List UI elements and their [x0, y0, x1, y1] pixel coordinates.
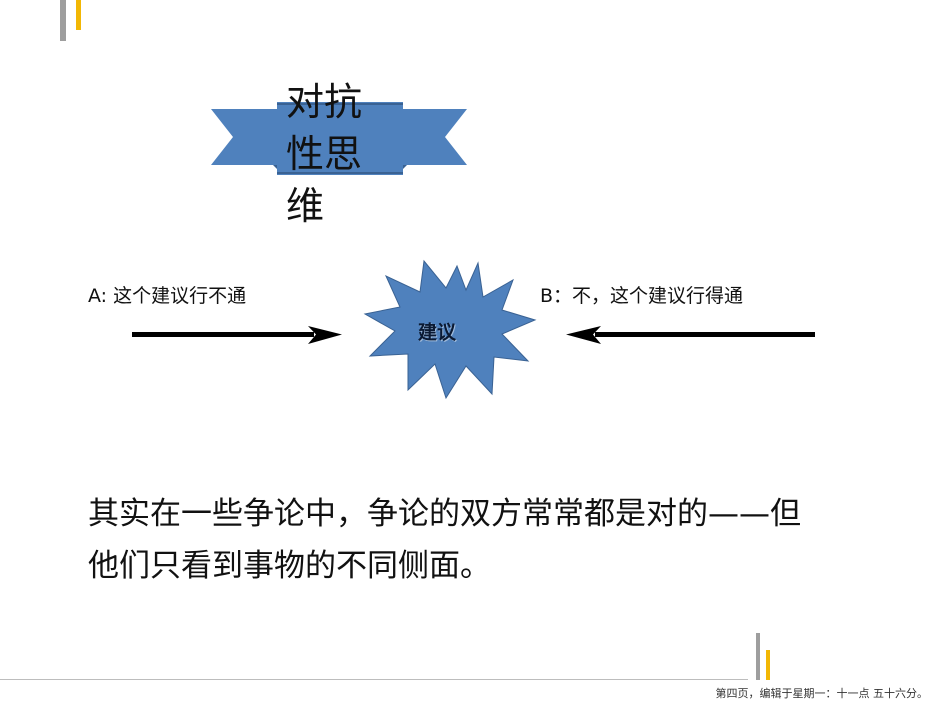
body-text: 其实在一些争论中，争论的双方常常都是对的——但他们只看到事物的不同侧面。 — [88, 496, 801, 584]
burst-label: 建议 — [417, 321, 457, 344]
bottom-gold-bar — [766, 650, 770, 680]
top-gold-bar — [76, 0, 81, 30]
bottom-gray-bar — [756, 633, 760, 680]
ribbon-banner — [211, 102, 467, 175]
footer-divider — [0, 679, 748, 680]
right-arrow — [566, 326, 815, 344]
top-gray-bar — [60, 0, 66, 41]
slide-title: 对抗性思维 — [286, 80, 363, 228]
footer-note: 第四页，编辑于星期一：十一点 五十六分。 — [715, 687, 929, 700]
label-a: A: 这个建议行不通 — [88, 285, 247, 307]
starburst-shape — [363, 259, 537, 400]
left-arrow — [132, 326, 342, 344]
label-b: B：不，这个建议行得通 — [540, 285, 744, 307]
